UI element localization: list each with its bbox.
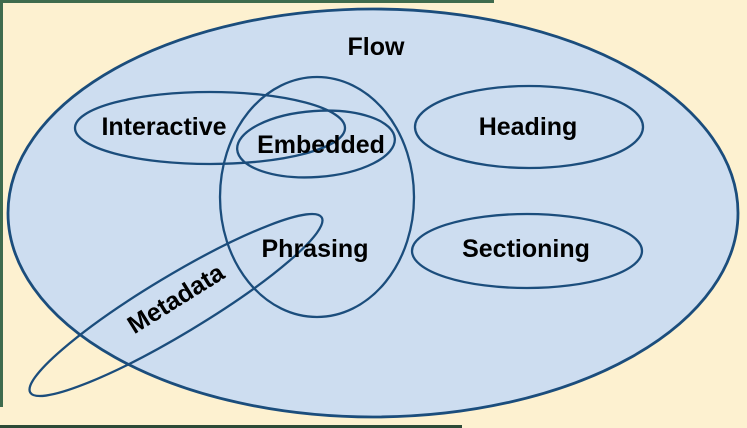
frame-left-edge: [0, 0, 3, 407]
frame-bottom-edge: [0, 425, 462, 428]
sectioning-ellipse: [410, 212, 644, 290]
heading-label: Heading: [479, 113, 578, 141]
flow-ellipse: [6, 7, 740, 419]
flow-label: Flow: [348, 33, 405, 61]
embedded-label: Embedded: [257, 131, 385, 159]
sectioning-label: Sectioning: [462, 235, 590, 263]
phrasing-ellipse: [218, 75, 416, 319]
embedded-ellipse: [236, 109, 396, 179]
phrasing-label: Phrasing: [262, 235, 369, 263]
interactive-label: Interactive: [101, 113, 226, 141]
frame-top-edge: [0, 0, 494, 3]
metadata-ellipse: [28, 212, 324, 398]
heading-ellipse: [413, 84, 645, 170]
interactive-ellipse: [73, 90, 347, 166]
